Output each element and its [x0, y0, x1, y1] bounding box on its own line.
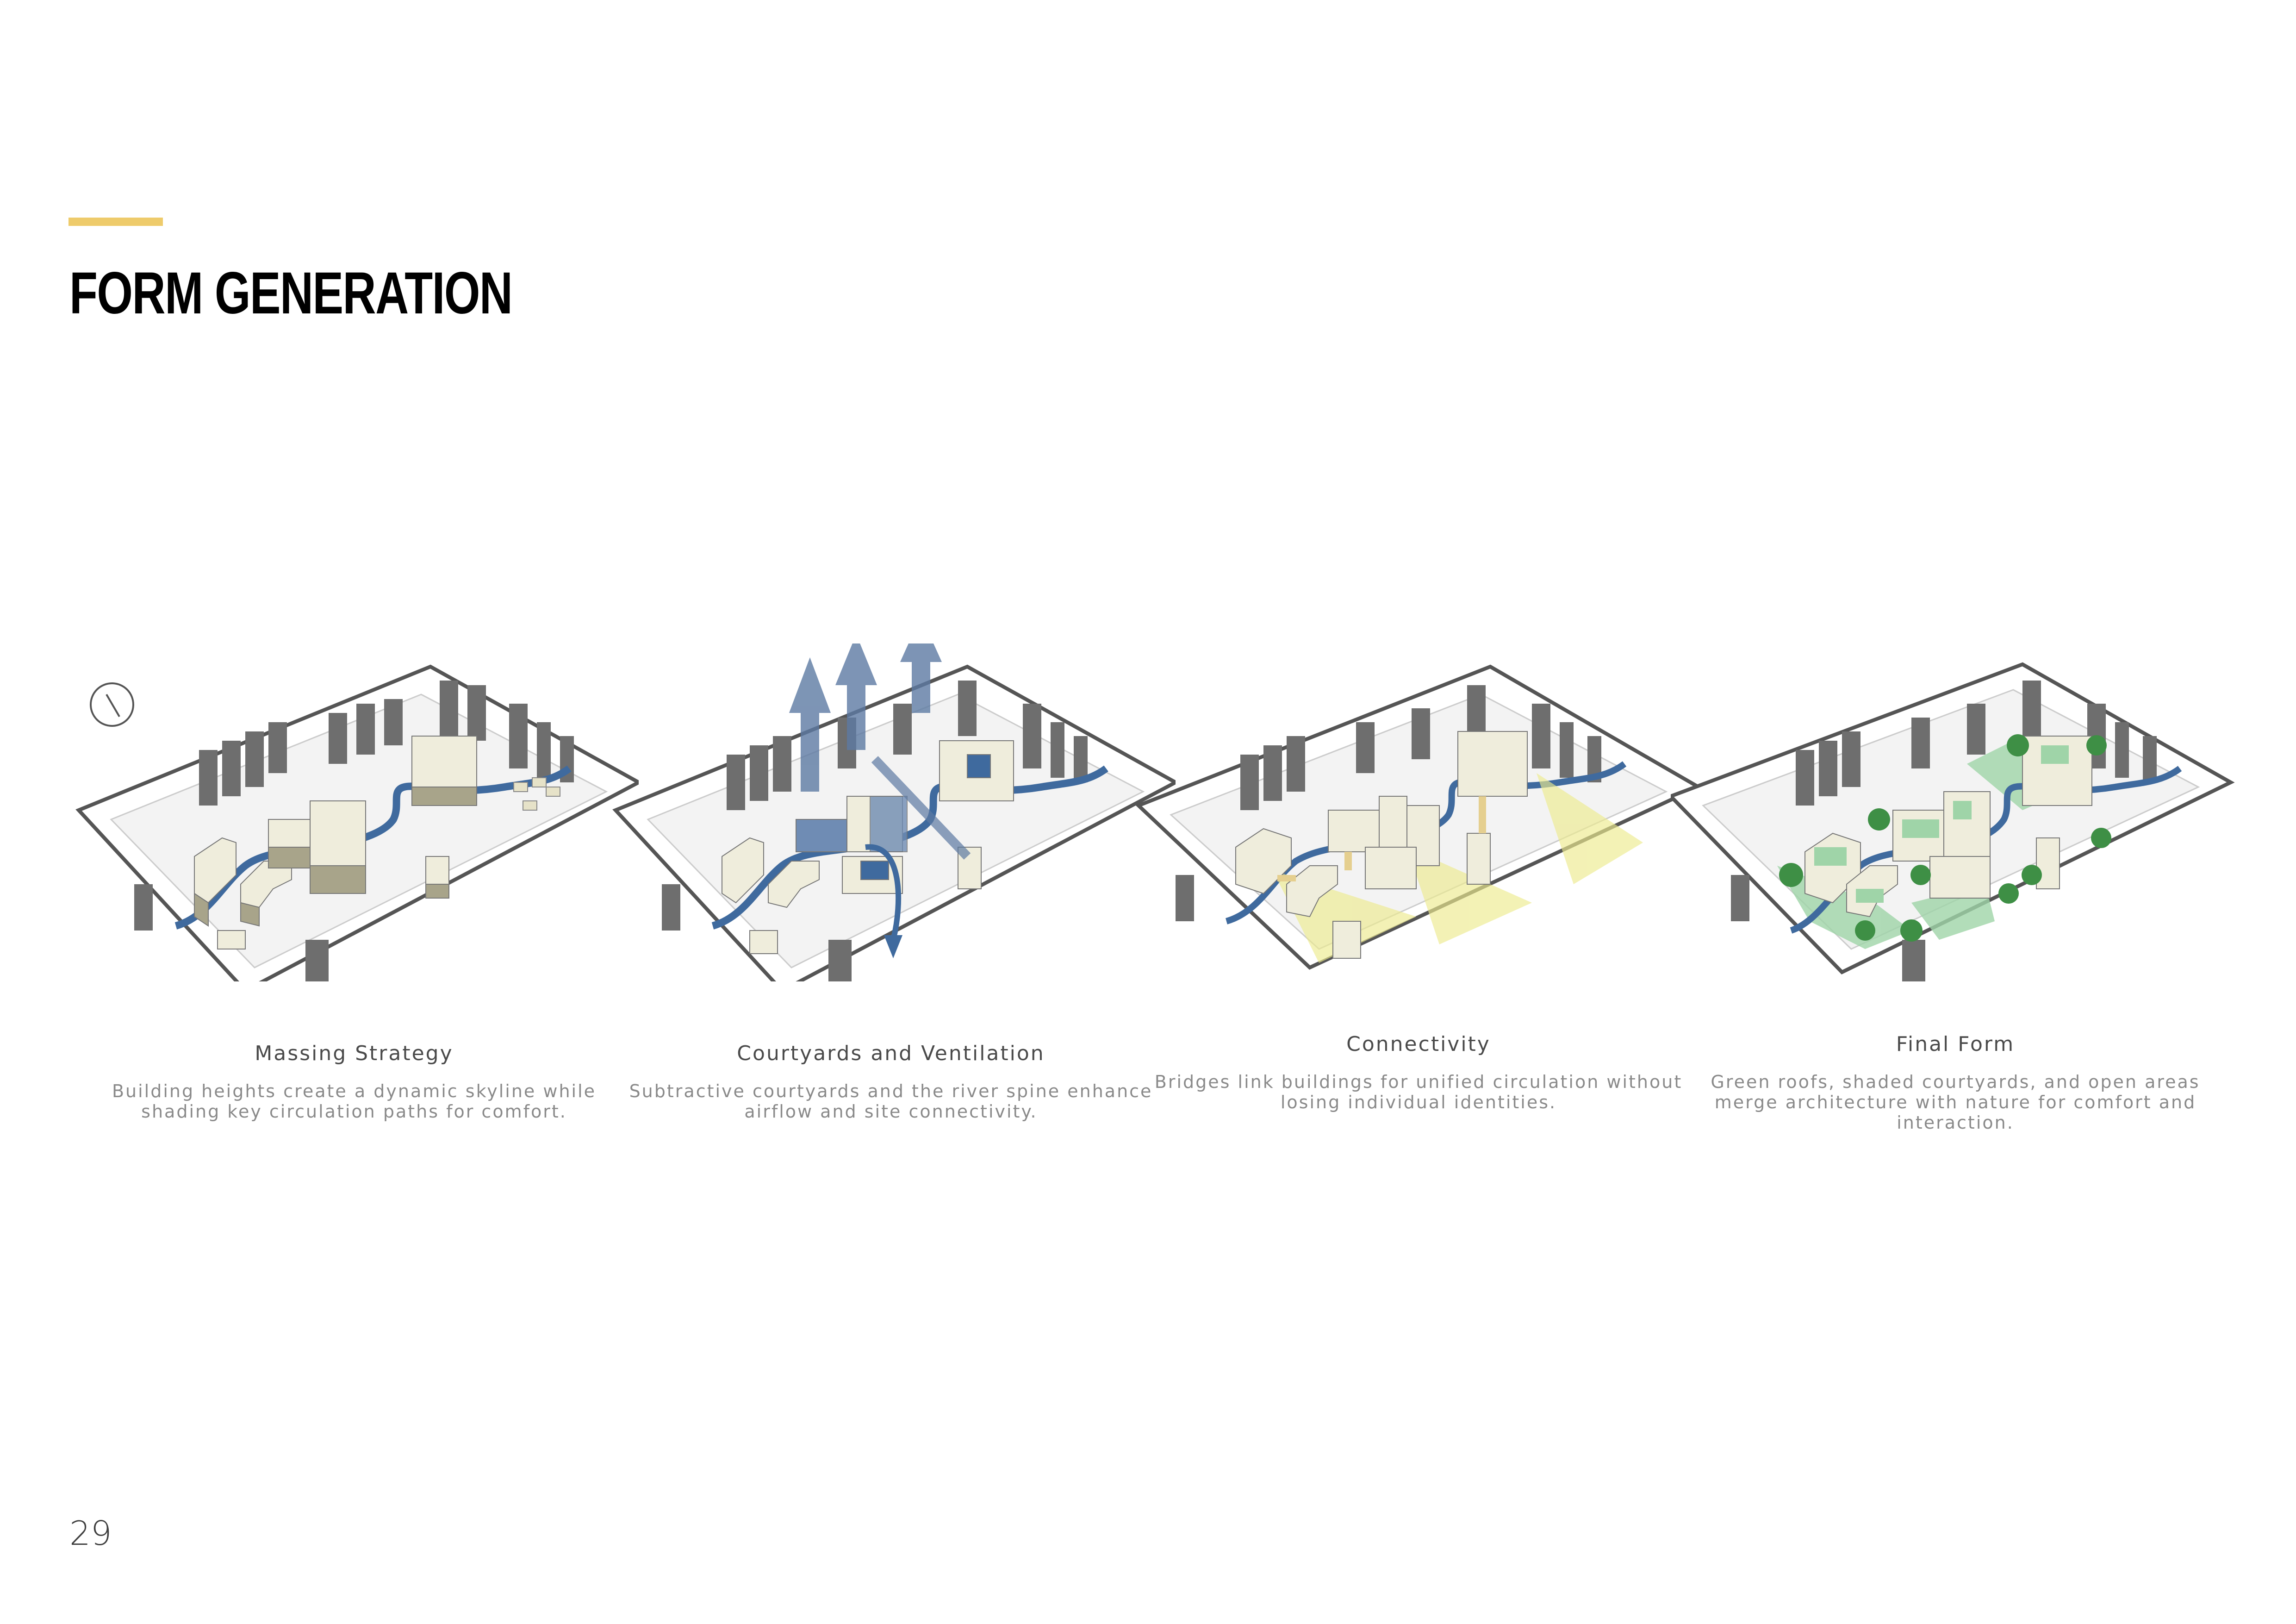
panel-label: Massing Strategy: [255, 1042, 454, 1065]
courtyards-diagram: [612, 643, 1176, 981]
trees: [1779, 734, 2111, 942]
massing-diagram: [75, 664, 639, 981]
panel-description: Building heights create a dynamic skylin…: [112, 1081, 597, 1122]
panel-label: Courtyards and Ventilation: [737, 1042, 1045, 1065]
page-number: 29: [69, 1514, 112, 1553]
panel-description: Green roofs, shaded courtyards, and open…: [1711, 1072, 2200, 1133]
final-form-diagram: [1671, 662, 2235, 981]
panel-description: Bridges link buildings for unified circu…: [1154, 1072, 1683, 1112]
panel-label: Final Form: [1896, 1032, 2015, 1056]
panel-massing: Massing Strategy Building heights create…: [69, 643, 639, 1162]
panel-label: Connectivity: [1346, 1032, 1491, 1056]
panel-courtyards: Courtyards and Ventilation Subtractive c…: [606, 643, 1176, 1162]
panel-final-form: Final Form Green roofs, shaded courtyard…: [1671, 643, 2240, 1162]
panel-connectivity: Connectivity Bridges link buildings for …: [1134, 643, 1703, 1162]
connectivity-diagram: [1135, 664, 1703, 970]
panel-description: Subtractive courtyards and the river spi…: [629, 1081, 1153, 1122]
airflow-arrows: [789, 643, 942, 792]
bridges: [1277, 796, 1486, 881]
accent-bar: [68, 218, 163, 226]
north-arrow-icon: [90, 682, 134, 727]
page-title: FORM GENERATION: [69, 260, 513, 326]
